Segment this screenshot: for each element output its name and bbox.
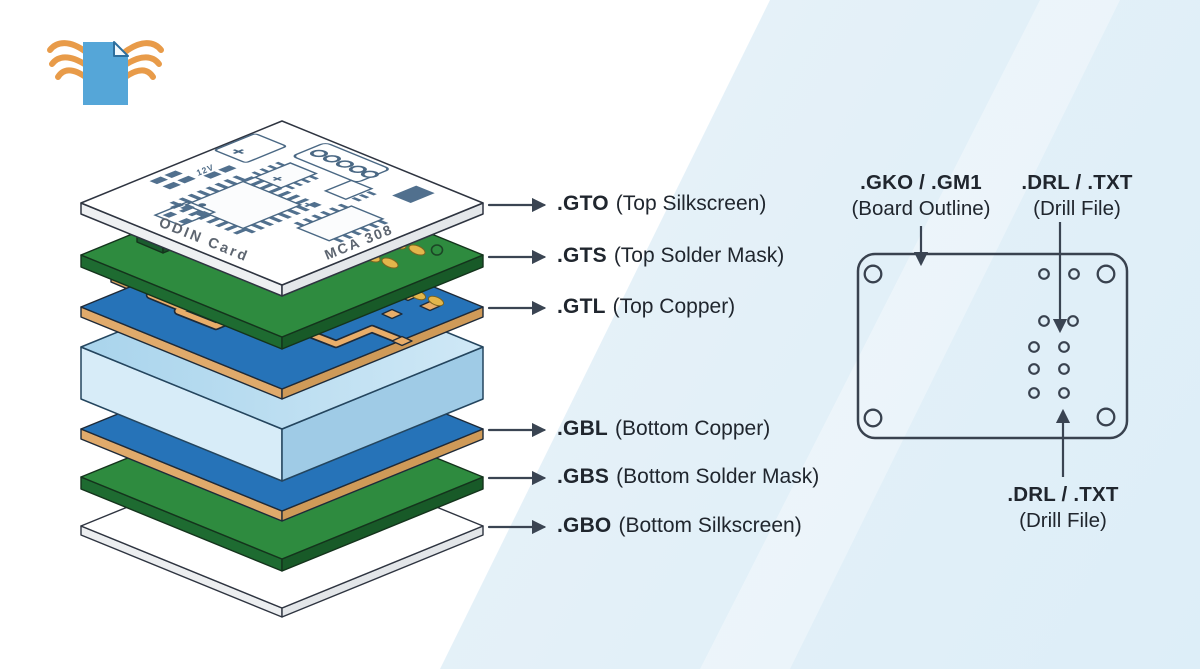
- drill-hole: [1058, 341, 1070, 353]
- board-outline: [856, 252, 1129, 440]
- drill-file-label-bottom: .DRL / .TXT (Drill File): [953, 482, 1173, 534]
- label-gtl-desc: (Top Copper): [612, 295, 736, 319]
- label-gts-desc: (Top Solder Mask): [613, 244, 785, 268]
- drill-hole: [1068, 268, 1080, 280]
- label-gbl-ext: .GBL: [557, 417, 608, 441]
- label-gto: .GTO(Top Silkscreen): [557, 192, 766, 216]
- logo-left-wing-icon: [47, 40, 90, 81]
- drill-hole: [1067, 315, 1079, 327]
- drill-hole: [1058, 363, 1070, 375]
- drill-holes: [1028, 268, 1080, 399]
- label-gbl-desc: (Bottom Copper): [614, 417, 771, 441]
- label-gbo-ext: .GBO: [557, 514, 612, 538]
- board-outline-label-title: .GKO / .GM1: [860, 171, 982, 194]
- drill-file-label-top: .DRL / .TXT (Drill File): [967, 170, 1187, 222]
- logo-document-icon: [83, 41, 129, 105]
- label-gbo-desc: (Bottom Silkscreen): [618, 514, 802, 538]
- label-gbl: .GBL(Bottom Copper): [557, 417, 770, 441]
- drill-hole: [1058, 387, 1070, 399]
- label-gbo: .GBO(Bottom Silkscreen): [557, 514, 802, 538]
- logo-right-wing-icon: [121, 40, 164, 81]
- mounting-hole: [863, 408, 883, 428]
- drill-bottom-label-subtitle: (Drill File): [1019, 509, 1107, 532]
- mounting-hole: [1096, 264, 1116, 284]
- label-gto-desc: (Top Silkscreen): [615, 192, 767, 216]
- mounting-hole: [863, 264, 883, 284]
- board-outline-label-subtitle: (Board Outline): [851, 197, 991, 220]
- mounting-hole: [1096, 407, 1116, 427]
- layer-label-arrows: [487, 197, 547, 535]
- drill-hole: [1028, 341, 1040, 353]
- drill-hole: [1038, 315, 1050, 327]
- board-outline-label: .GKO / .GM1 (Board Outline): [811, 170, 1031, 222]
- label-gbs-desc: (Bottom Solder Mask): [616, 465, 820, 489]
- silkscreen-components: [149, 133, 435, 243]
- label-gbs: .GBS(Bottom Solder Mask): [557, 465, 819, 489]
- drill-hole: [1028, 363, 1040, 375]
- label-gtl-ext: .GTL: [557, 295, 606, 319]
- board-outline-diagram: [856, 222, 1129, 477]
- label-gtl: .GTL(Top Copper): [557, 295, 735, 319]
- drill-bottom-label-title: .DRL / .TXT: [1007, 483, 1119, 506]
- drill-top-label-title: .DRL / .TXT: [1021, 171, 1133, 194]
- drill-top-label-subtitle: (Drill File): [1033, 197, 1121, 220]
- board-diagram-arrows: [913, 222, 1071, 477]
- label-gts: .GTS(Top Solder Mask): [557, 244, 784, 268]
- drill-hole: [1038, 268, 1050, 280]
- label-gts-ext: .GTS: [557, 244, 607, 268]
- label-gto-ext: .GTO: [557, 192, 609, 216]
- label-gbs-ext: .GBS: [557, 465, 610, 489]
- drill-hole: [1028, 387, 1040, 399]
- mounting-holes: [863, 264, 1116, 428]
- winged-document-icon: [47, 40, 164, 105]
